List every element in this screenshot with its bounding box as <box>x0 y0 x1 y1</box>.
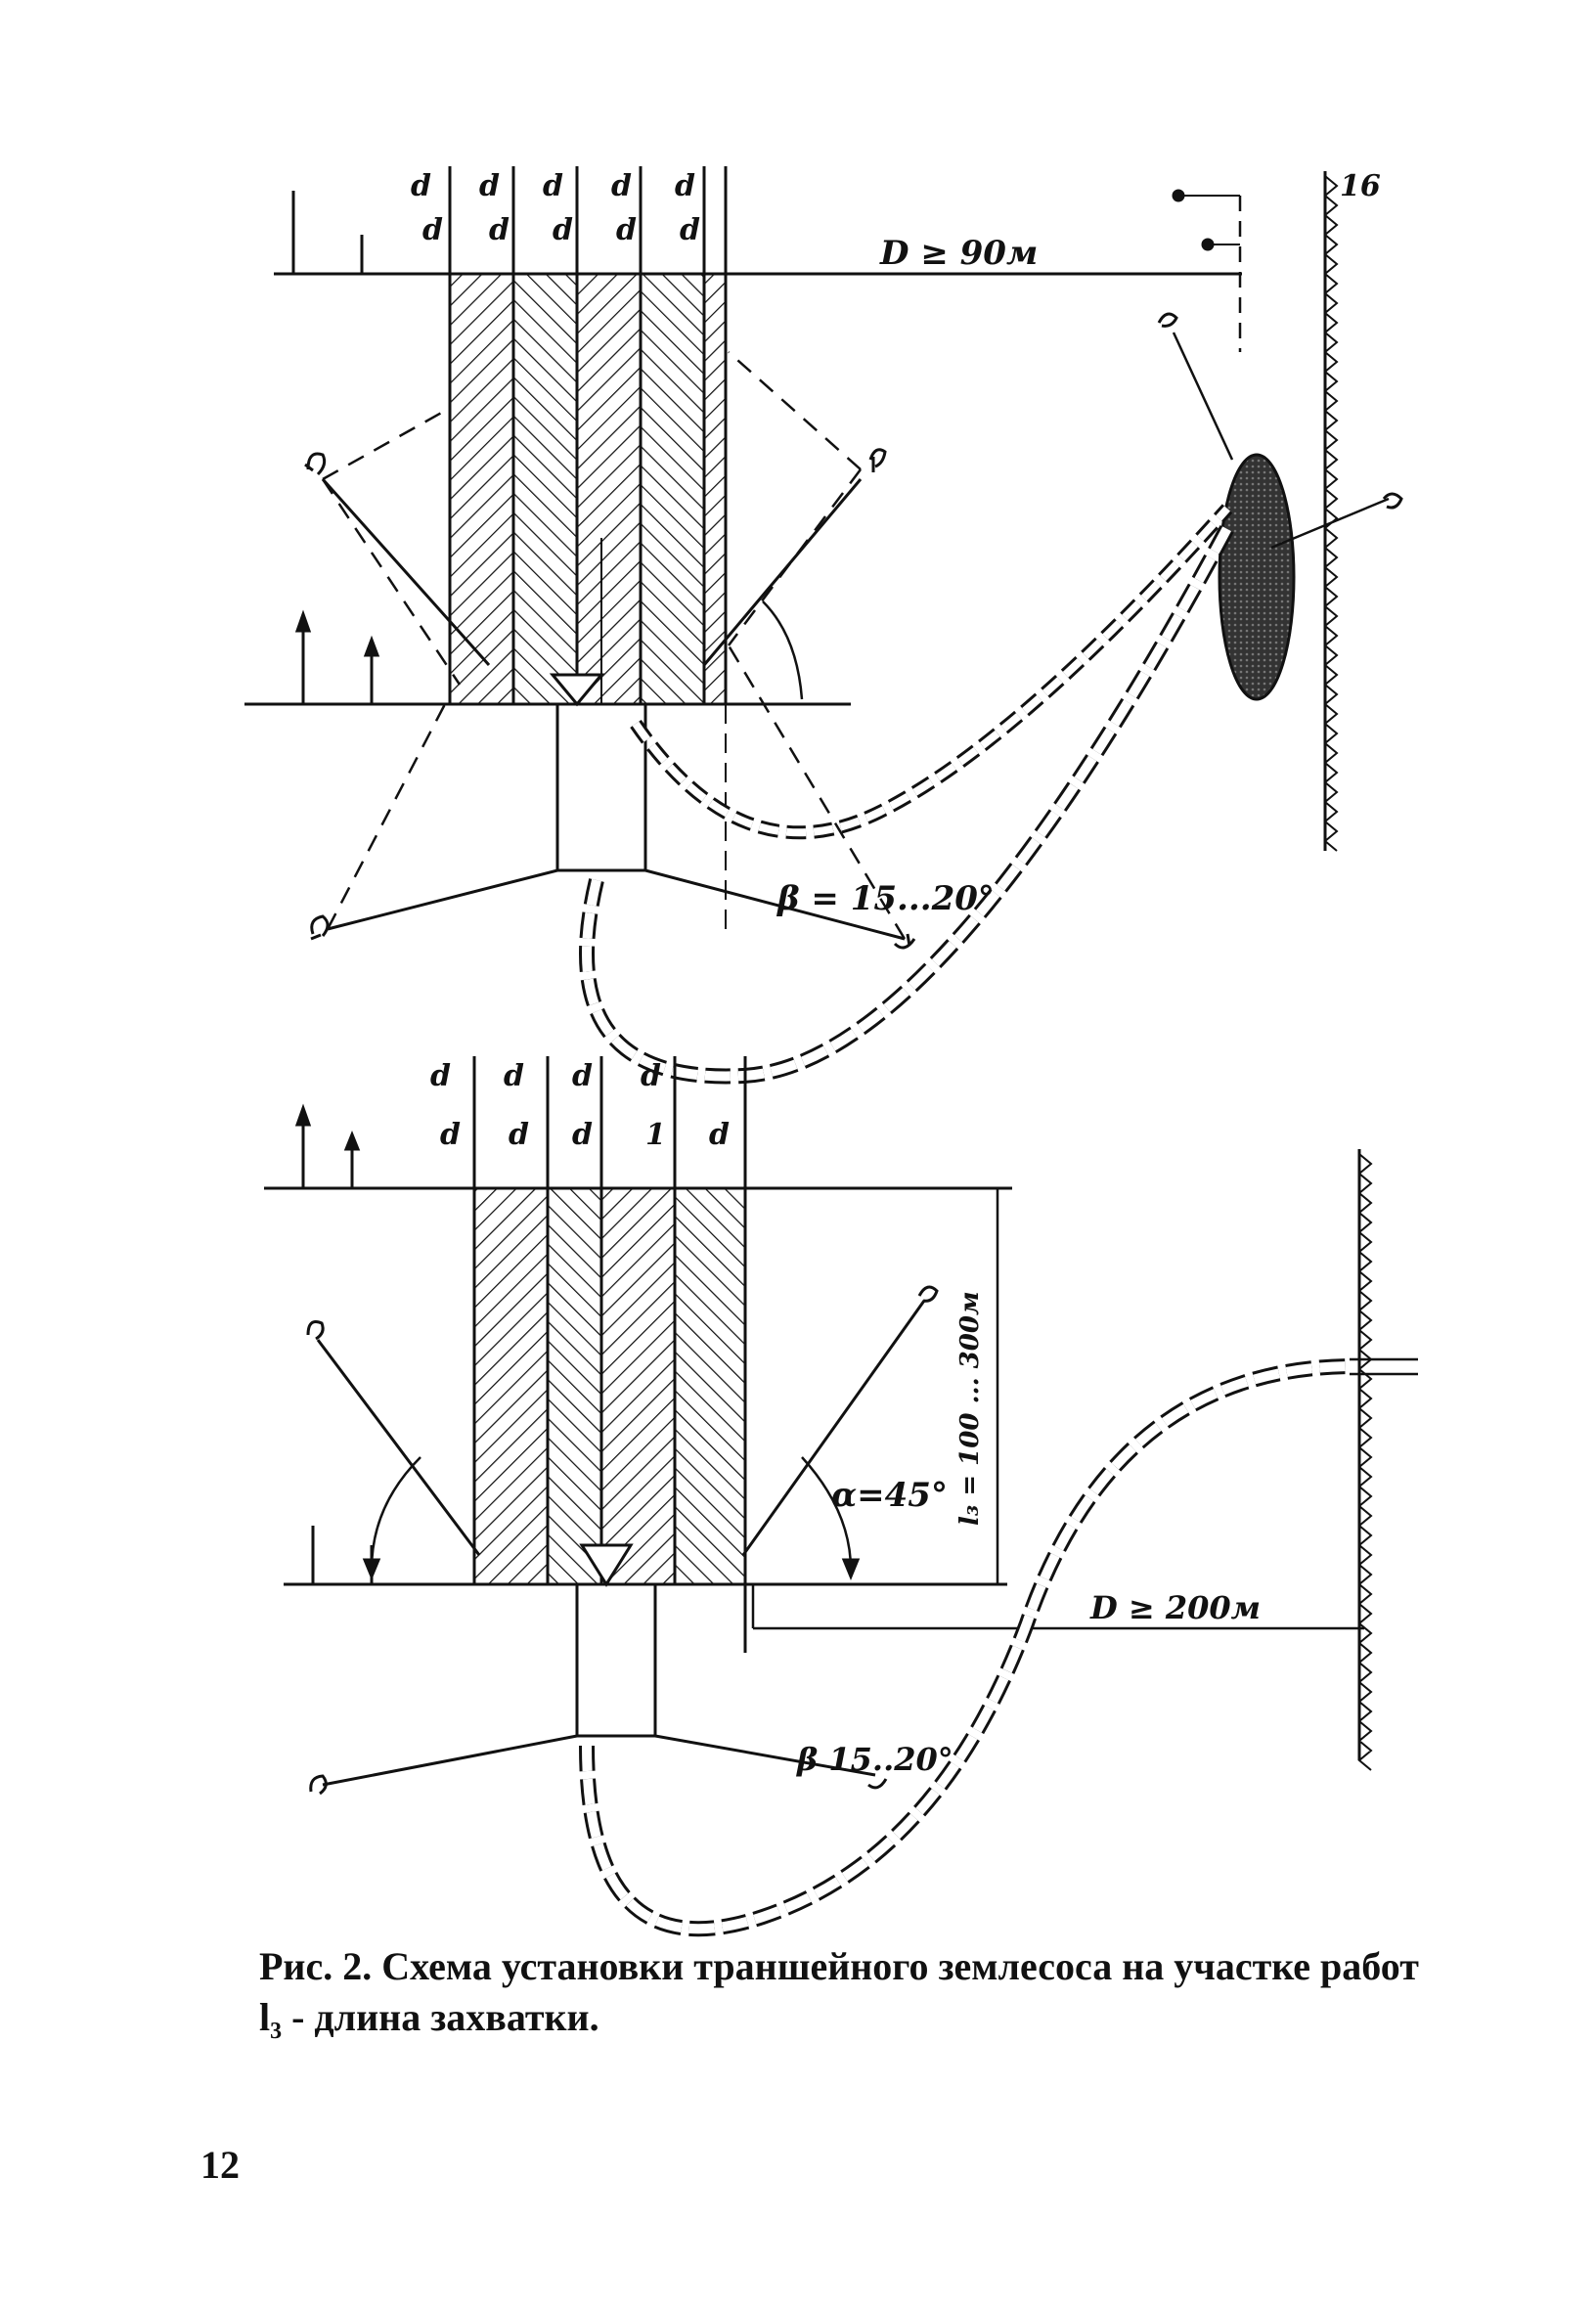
bottom-dredge-body <box>575 1582 657 1738</box>
bottom-distance-label: D ≥ 200м <box>1089 1589 1261 1626</box>
anchor-icon <box>893 933 916 950</box>
top-zone-label: 16 <box>1340 169 1381 203</box>
bottom-d-label: d <box>572 1118 593 1152</box>
top-d-label: d <box>489 213 510 247</box>
top-angle-label: β = 15...20° <box>776 879 995 918</box>
top-d-label: d <box>543 169 563 203</box>
bottom-angle-label: α=45° <box>831 1476 948 1515</box>
top-d-label: d <box>680 213 700 247</box>
bottom-d-label: d <box>430 1059 451 1093</box>
top-scheme <box>244 166 1403 1085</box>
top-dredge-body <box>555 702 647 872</box>
top-anchor-rope <box>327 868 558 931</box>
bottom-d-label: d <box>709 1118 730 1152</box>
anchor-icon <box>868 448 887 472</box>
anchor-icon <box>1382 492 1403 510</box>
top-trench-strip <box>641 274 704 704</box>
anchor-icon <box>917 1285 939 1303</box>
figure-caption: Рис. 2. Схема установки траншейного земл… <box>259 1941 1530 2043</box>
bottom-d-label: d <box>504 1059 524 1093</box>
top-marker-arrow <box>294 609 312 633</box>
bottom-angle-arc-left <box>370 1456 421 1571</box>
top-d-label: d <box>675 169 695 203</box>
bottom-d-label: 1 <box>645 1118 666 1152</box>
top-trench-strip <box>450 274 513 704</box>
top-marker-arrow <box>363 635 380 657</box>
caption-line-2: l₃ - длина захватки. <box>259 1995 599 2039</box>
top-trench-strip <box>577 274 641 704</box>
bottom-dimension-labels: d d d d d d d 1 d α=45° D ≥ 200м β 15..2… <box>430 1059 1261 1778</box>
anchor-icon <box>310 914 330 941</box>
top-angle-arc <box>762 600 804 700</box>
bottom-d-label: d <box>572 1059 593 1093</box>
top-anchor-rope <box>644 868 906 941</box>
top-distance-label: D ≥ 90м <box>879 234 1038 273</box>
bottom-d-label: d <box>440 1118 461 1152</box>
caption-line-1: Рис. 2. Схема установки траншейного земл… <box>259 1944 1419 1988</box>
bottom-beta-label: β 15..20° <box>796 1741 953 1778</box>
page-number: 12 <box>200 2143 240 2187</box>
top-dredge-cutter <box>549 673 605 707</box>
top-d-label: d <box>411 169 431 203</box>
bottom-d-label: d <box>641 1059 661 1093</box>
anchor-icon <box>1157 312 1178 328</box>
bottom-angle-arc-right <box>801 1456 853 1571</box>
top-trench-strip <box>513 274 577 704</box>
anchor-icon <box>309 1774 328 1796</box>
top-trench-strip <box>704 274 726 704</box>
bottom-dredge-cutter <box>579 1543 634 1587</box>
top-d-label: d <box>479 169 500 203</box>
top-dimension-labels: d d d d d d d d d d D ≥ 90м 16 β = 15...… <box>411 169 1381 918</box>
top-d-label: d <box>422 213 443 247</box>
top-d-label: d <box>616 213 637 247</box>
bottom-d-label: d <box>509 1118 529 1152</box>
top-anchor-rope <box>321 477 491 667</box>
anchor-icon <box>304 452 327 476</box>
top-d-label: d <box>611 169 632 203</box>
anchor-icon <box>867 1778 888 1790</box>
bottom-length-label: l₃ = 100 ... 300м <box>955 1291 985 1526</box>
anchor-icon <box>306 1320 325 1341</box>
spoil-deposit <box>1218 453 1296 701</box>
top-d-label: d <box>553 213 573 247</box>
bottom-scheme <box>264 1056 1418 1937</box>
